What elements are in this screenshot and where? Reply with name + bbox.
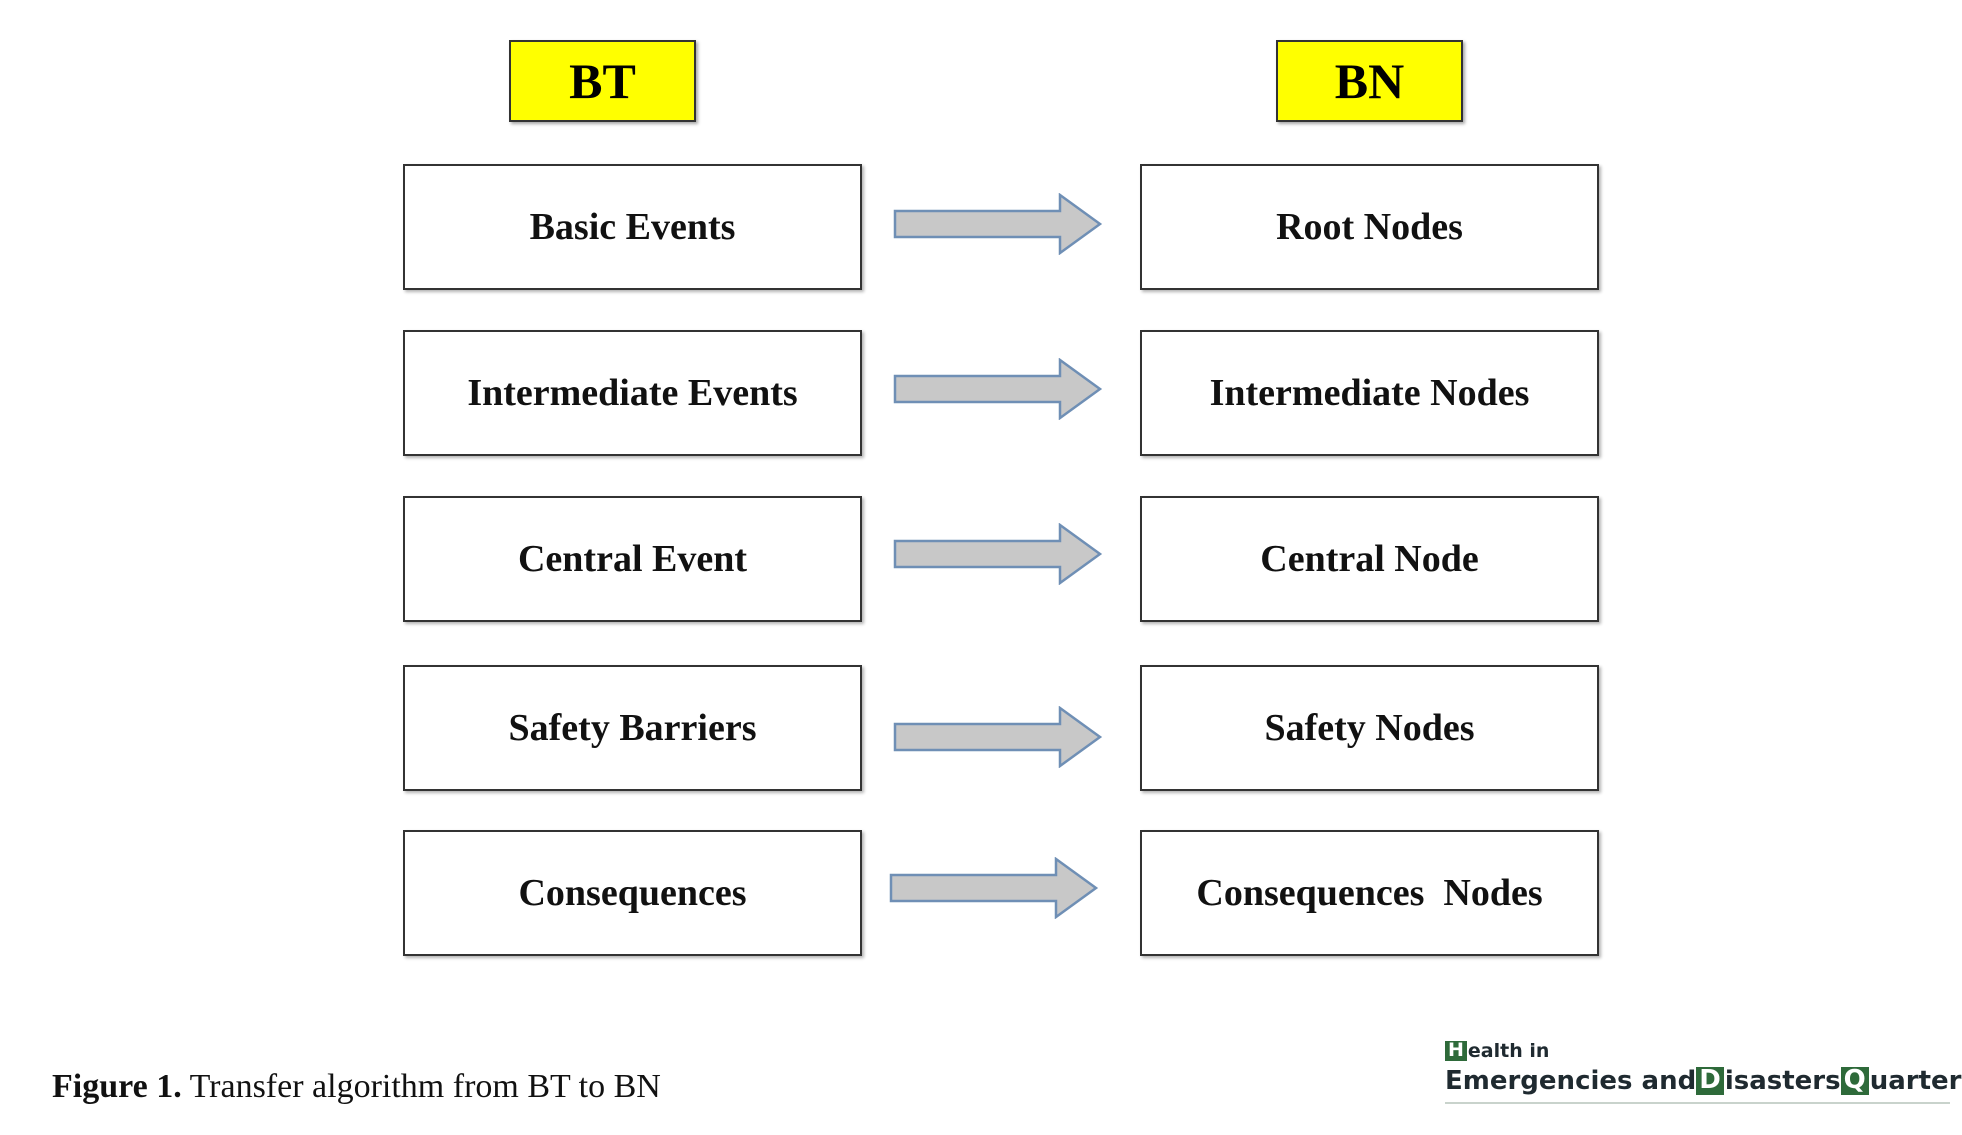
mapping-arrow-5	[889, 857, 1099, 919]
logo-letter-q: Q	[1840, 1067, 1869, 1095]
bn-node-label: Safety Nodes	[1264, 707, 1475, 749]
bt-node-basic-events: Basic Events	[403, 164, 862, 290]
bn-node-safety-nodes: Safety Nodes	[1140, 665, 1599, 791]
bn-header-label: BN	[1334, 53, 1405, 109]
bn-node-root-nodes: Root Nodes	[1140, 164, 1599, 290]
logo-letter-h: H	[1445, 1040, 1467, 1061]
bn-node-central-node: Central Node	[1140, 496, 1599, 622]
bt-node-label: Consequences	[518, 872, 747, 914]
bn-node-label: Intermediate Nodes	[1209, 372, 1530, 414]
figure-caption-label: Figure 1.	[52, 1068, 182, 1105]
bt-header: BT	[509, 40, 696, 122]
figure-caption-text: Transfer algorithm from BT to BN	[181, 1068, 661, 1105]
bt-node-label: Intermediate Events	[467, 372, 798, 414]
bt-node-intermediate-events: Intermediate Events	[403, 330, 862, 456]
logo-letter-d: D	[1696, 1067, 1724, 1095]
bt-node-consequences: Consequences	[403, 830, 862, 956]
bn-node-label: Consequences Nodes	[1196, 872, 1543, 914]
bn-header: BN	[1276, 40, 1463, 122]
logo-text-health: ealth in	[1467, 1040, 1550, 1062]
logo-text-disasters: isasters	[1724, 1066, 1841, 1096]
bn-node-label: Central Node	[1260, 538, 1479, 580]
bt-node-safety-barriers: Safety Barriers	[403, 665, 862, 791]
mapping-arrow-3	[893, 523, 1103, 585]
mapping-arrow-2	[893, 358, 1103, 420]
bt-node-central-event: Central Event	[403, 496, 862, 622]
mapping-arrow-4	[893, 706, 1103, 768]
bt-header-label: BT	[569, 53, 636, 109]
logo-divider	[1445, 1102, 1950, 1104]
bn-node-intermediate-nodes: Intermediate Nodes	[1140, 330, 1599, 456]
mapping-arrow-1	[893, 193, 1103, 255]
bt-node-label: Central Event	[517, 538, 748, 580]
logo-text-quarterly: uarterly	[1869, 1066, 1962, 1096]
bt-node-label: Safety Barriers	[508, 707, 757, 749]
bn-node-consequences-nodes: Consequences Nodes	[1140, 830, 1599, 956]
logo-text-emergencies: Emergencies and	[1445, 1066, 1697, 1096]
bn-node-label: Root Nodes	[1276, 206, 1463, 248]
figure-caption: Figure 1. Transfer algorithm from BT to …	[52, 1068, 661, 1106]
bt-node-label: Basic Events	[529, 206, 736, 248]
